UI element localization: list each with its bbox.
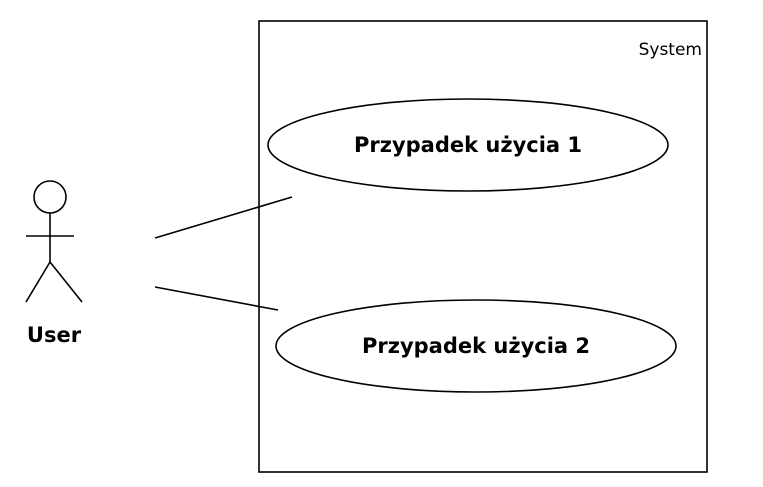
system-boundary[interactable]: System: [258, 20, 708, 473]
system-boundary-label: System: [639, 40, 702, 60]
actor-label: User: [27, 323, 82, 347]
actor-right-leg: [49, 261, 83, 303]
actor-user[interactable]: User: [25, 180, 83, 347]
association-line-2[interactable]: [154, 286, 279, 311]
use-case-1[interactable]: Przypadek użycia 1: [267, 98, 669, 192]
use-case-1-ellipse: [267, 98, 669, 192]
use-case-2-ellipse: [275, 299, 677, 393]
use-case-2[interactable]: Przypadek użycia 2: [275, 299, 677, 393]
actor-head: [33, 180, 67, 214]
system-boundary-box: [258, 20, 708, 473]
use-case-1-label: Przypadek użycia 1: [354, 133, 582, 157]
association-line-1[interactable]: [154, 196, 293, 239]
actor-left-leg: [25, 261, 51, 303]
use-case-2-label: Przypadek użycia 2: [362, 334, 590, 358]
